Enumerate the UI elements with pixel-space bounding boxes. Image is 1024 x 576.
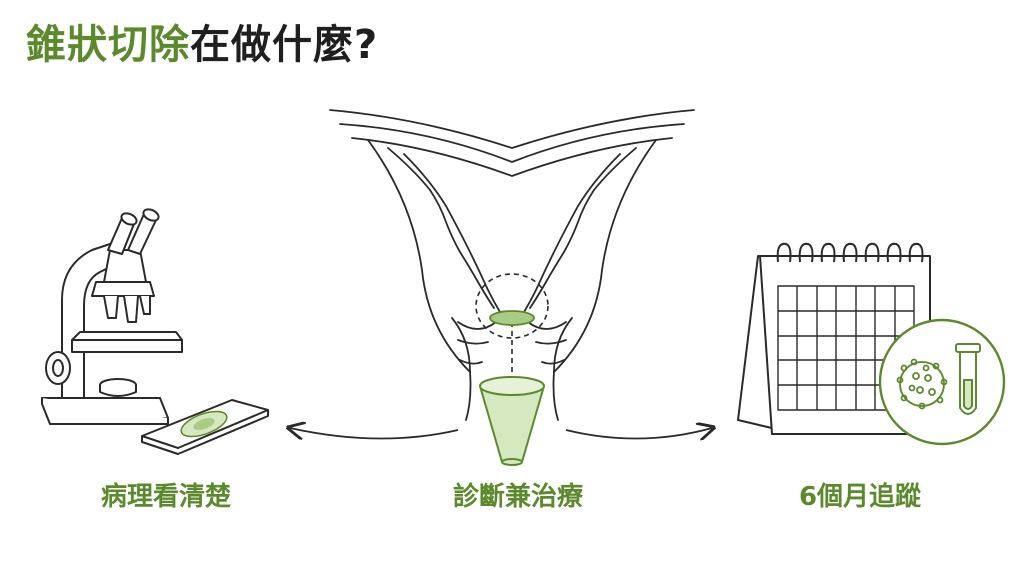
arrow-to-pathology	[290, 428, 459, 439]
excision-guide	[475, 273, 549, 378]
slide-icon	[141, 399, 269, 455]
microscope-icon	[41, 208, 183, 425]
caption-pathology: 病理看清楚	[100, 482, 231, 512]
uterus-icon	[329, 109, 695, 421]
title-rest: 在做什麼?	[190, 22, 379, 68]
title-highlight: 錐狀切除	[26, 22, 190, 68]
test-tube-icon	[955, 343, 981, 415]
page-title: 錐狀切除在做什麼?	[26, 12, 378, 70]
caption-followup: 6個月追蹤	[798, 482, 922, 512]
cone-tissue-icon	[479, 376, 545, 466]
virus-icon	[896, 358, 948, 410]
caption-diagnosis: 診斷兼治療	[452, 482, 583, 512]
cervical-os	[489, 310, 535, 326]
arrow-to-followup	[565, 428, 712, 439]
